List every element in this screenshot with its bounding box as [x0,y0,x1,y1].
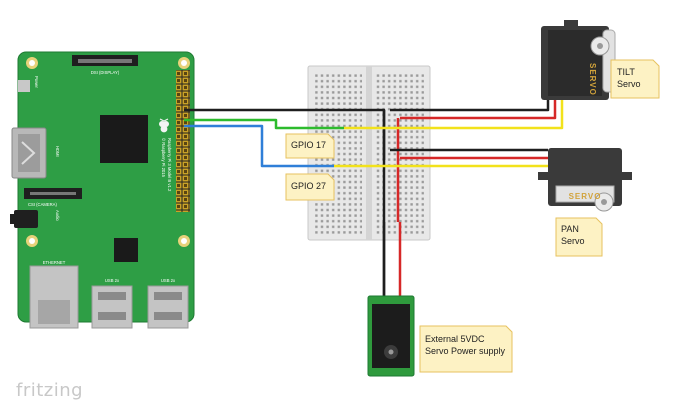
gpio-header [176,70,190,212]
hdmi-connector: HDMI [11,127,60,179]
note-pan: PAN Servo [555,217,603,257]
raspberry-pi-board: DSI (DISPLAY) Power HDMI Raspberry Pi 3 … [10,51,195,329]
note-gpio17-text: GPIO 17 [291,140,326,150]
power-label: Power [34,76,39,88]
wires [184,98,564,300]
note-pan-line1: PAN [561,224,579,234]
power-connector: Power [18,76,39,92]
wire-gpio17-green [184,118,344,130]
usb-controller-chip [114,238,138,262]
audio-jack: Audio [10,210,60,228]
camera-connector: CSI (CAMERA) [24,188,82,207]
model-text: Raspberry Pi 3 Model B v1.2 [167,138,172,192]
display-connector: DSI (DISPLAY) [72,55,138,75]
wire-gpio27-blue [184,124,334,168]
pan-servo-brand: SERVO [569,192,602,201]
note-gpio27-text: GPIO 27 [291,181,326,191]
pan-servo: SERVO [538,148,632,212]
power-jack [367,295,415,377]
note-tilt-line2: Servo [617,79,641,89]
usb-port-2: USB 2x [147,278,189,329]
tilt-wire-yellow [344,98,564,130]
raspberry-logo-icon [159,118,169,133]
note-power: External 5VDC Servo Power supply [419,325,513,373]
fritzing-logo: fritzing [16,380,84,401]
soc-chip [100,115,148,163]
note-power-line2: Servo Power supply [425,346,506,356]
mounting-holes [26,57,190,247]
hdmi-label: HDMI [55,146,60,157]
note-power-line1: External 5VDC [425,334,485,344]
note-tilt-line1: TILT [617,67,635,77]
ethernet-port: ETHERNET [29,260,79,329]
display-label: DSI (DISPLAY) [91,70,120,75]
ethernet-label: ETHERNET [43,260,66,265]
camera-label: CSI (CAMERA) [28,202,57,207]
usb-port-1: USB 2x [91,278,133,329]
usb2-label: USB 2x [161,278,176,283]
note-tilt: TILT Servo [610,59,660,99]
tilt-servo: SERVO [541,20,616,100]
usb1-label: USB 2x [105,278,120,283]
copyright-text: © Raspberry Pi 2015 [161,138,166,178]
note-gpio17: GPIO 17 [285,133,335,159]
tilt-wire-black [390,98,550,112]
note-pan-line2: Servo [561,236,585,246]
audio-label: Audio [55,210,60,221]
tilt-servo-brand: SERVO [588,63,597,96]
tilt-wire-red [400,98,557,120]
note-gpio27: GPIO 27 [285,173,335,201]
